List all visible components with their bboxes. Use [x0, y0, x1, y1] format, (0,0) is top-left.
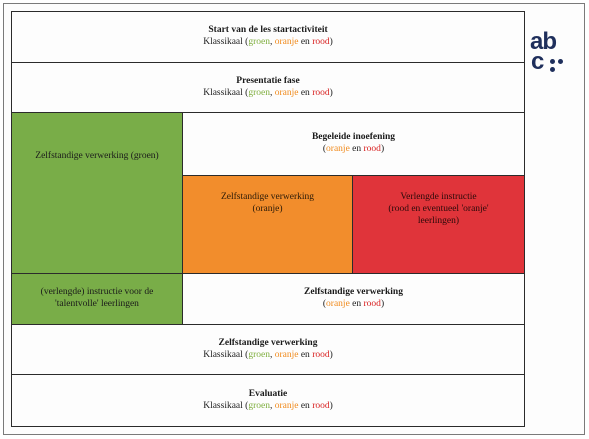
cell-text-line2: 'talentvolle' leerlingen: [55, 299, 139, 309]
logo-dot: [558, 59, 563, 64]
text-orange: oranje: [274, 37, 299, 47]
cell-zelfstandige-verwerking-oranje-rood: Zelfstandige verwerking (oranje en rood): [182, 273, 525, 325]
text-sep: en: [349, 144, 364, 154]
cell-title: Evaluatie: [248, 388, 288, 399]
cell-start-activiteit: Start van de les startactiviteit Klassik…: [11, 11, 525, 63]
text-green: groen: [248, 349, 270, 360]
text-suffix: ): [329, 349, 333, 360]
cell-presentatie-fase: Presentatie fase Klassikaal (groen, oran…: [11, 62, 525, 113]
text-prefix: Klassikaal (: [203, 37, 249, 47]
text-prefix: Klassikaal (: [203, 87, 249, 98]
cell-verlengde-instructie: Verlengde instructie (rood en eventueel …: [352, 175, 525, 274]
cell-evaluatie: Evaluatie Klassikaal (groen, oranje en r…: [11, 374, 525, 427]
text-sep: en: [349, 299, 364, 309]
text-green: groen: [248, 400, 270, 411]
logo-dot: [550, 59, 555, 64]
text-orange: oranje: [274, 400, 299, 411]
cell-zelfstandige-verwerking-klassikaal: Zelfstandige verwerking Klassikaal (groe…: [11, 324, 525, 375]
cell-title: Presentatie fase: [236, 75, 300, 86]
text-suffix: ): [329, 400, 333, 411]
cell-text-line3: leerlingen): [417, 215, 460, 226]
text-sep: en: [298, 349, 313, 360]
cell-subtitle: Klassikaal (groen, oranje en rood): [203, 88, 333, 100]
text-sep: ,: [269, 400, 275, 411]
text-orange: oranje: [326, 144, 350, 154]
cell-subtitle: Klassikaal (groen, oranje en rood): [203, 401, 333, 413]
text-prefix: Klassikaal (: [203, 349, 249, 360]
text-red: rood: [312, 87, 330, 98]
cell-text-line1: (verlengde) instructie voor de: [40, 287, 154, 298]
cell-title: Zelfstandige verwerking: [218, 337, 318, 348]
cell-instructie-talentvolle: (verlengde) instructie voor de 'talentvo…: [11, 273, 183, 325]
text-sep: en: [298, 87, 313, 98]
text-suffix: ): [329, 37, 333, 47]
cell-begeleide-inoefening: Begeleide inoefening (oranje en rood): [182, 112, 525, 176]
text-red: rood: [312, 37, 330, 47]
logo-dot: [550, 67, 555, 72]
text-prefix: (: [322, 144, 327, 154]
cell-text-line1: Zelfstandige verwerking: [220, 192, 315, 202]
text-suffix: ): [329, 87, 333, 98]
logo-text-ab: ab: [530, 28, 557, 55]
cell-subtitle: (oranje en rood): [323, 144, 384, 156]
cell-subtitle: (oranje en rood): [323, 299, 384, 311]
text-sep: en: [298, 37, 313, 47]
cell-text-line2: (oranje): [252, 203, 283, 214]
text-green: groen: [248, 87, 270, 98]
cell-zelfstandige-verwerking-groen: Zelfstandige verwerking (groen): [11, 112, 183, 274]
cell-subtitle: Klassikaal (groen, oranje en rood): [203, 350, 333, 362]
cell-text-line1: Verlengde instructie: [400, 192, 477, 202]
text-green: groen: [248, 37, 270, 47]
cell-title: Begeleide inoefening: [311, 132, 396, 143]
cell-text: Zelfstandige verwerking (groen): [35, 151, 159, 161]
text-prefix: Klassikaal (: [203, 400, 249, 411]
text-sep: ,: [269, 87, 275, 98]
text-sep: en: [298, 400, 313, 411]
text-sep: ,: [269, 349, 275, 360]
cell-text-line2: (rood en eventueel 'oranje': [388, 203, 489, 214]
abc-logo: ab c: [530, 30, 572, 76]
lesson-model-diagram: Start van de les startactiviteit Klassik…: [11, 11, 525, 427]
text-red: rood: [312, 400, 330, 411]
text-orange: oranje: [274, 349, 299, 360]
logo-text-c: c: [531, 48, 545, 75]
text-red: rood: [312, 349, 330, 360]
text-sep: ,: [269, 37, 275, 47]
text-red: rood: [363, 299, 381, 309]
cell-title: Zelfstandige verwerking: [304, 287, 403, 298]
cell-subtitle: Klassikaal (groen, oranje en rood): [203, 37, 333, 49]
text-red: rood: [363, 144, 381, 154]
text-suffix: ): [380, 299, 385, 309]
text-orange: oranje: [326, 299, 350, 309]
cell-title: Start van de les startactiviteit: [208, 25, 328, 36]
text-orange: oranje: [274, 87, 299, 98]
cell-zelfstandige-verwerking-oranje: Zelfstandige verwerking (oranje): [182, 175, 353, 274]
text-suffix: ): [380, 144, 385, 154]
text-prefix: (: [322, 299, 327, 309]
